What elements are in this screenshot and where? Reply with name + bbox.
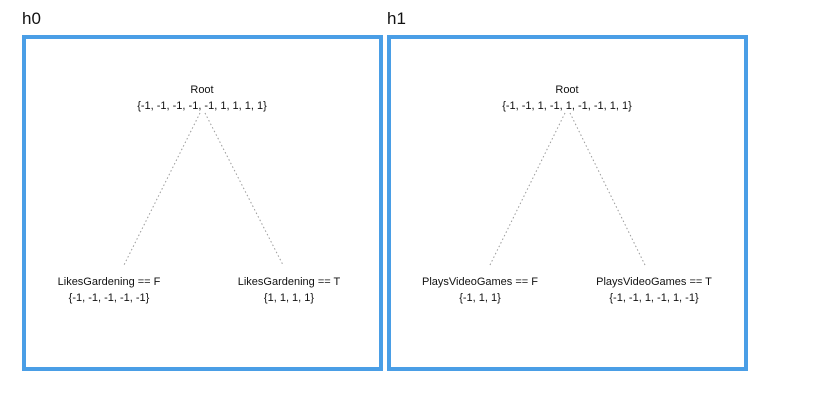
node-label: LikesGardening == F (57, 276, 161, 288)
node-h1-right: PlaysVideoGames == T {-1, -1, 1, -1, 1, … (596, 274, 712, 306)
node-h1-left: PlaysVideoGames == F {-1, 1, 1} (422, 274, 538, 306)
node-h0-left: LikesGardening == F {-1, -1, -1, -1, -1} (58, 274, 161, 306)
node-values: {-1, -1, 1, -1, 1, -1} (609, 292, 699, 304)
panel-title-h0: h0 (22, 9, 41, 28)
node-values: {-1, -1, -1, -1, -1, 1, 1, 1, 1} (137, 100, 267, 112)
node-label: Root (555, 84, 579, 96)
node-values: {-1, 1, 1} (459, 292, 501, 304)
node-values: {1, 1, 1, 1} (263, 292, 315, 304)
node-values: {-1, -1, 1, -1, 1, -1, -1, 1, 1} (502, 100, 632, 112)
node-label: PlaysVideoGames == F (422, 276, 538, 288)
node-values: {-1, -1, -1, -1, -1} (68, 292, 150, 304)
node-label: LikesGardening == T (237, 276, 341, 288)
node-h1-root: Root {-1, -1, 1, -1, 1, -1, -1, 1, 1} (502, 82, 632, 114)
node-label: PlaysVideoGames == T (596, 276, 712, 288)
tree-frame-h1 (387, 35, 748, 371)
tree-frame-h0 (22, 35, 383, 371)
panel-title-h1: h1 (387, 9, 406, 28)
node-h0-root: Root {-1, -1, -1, -1, -1, 1, 1, 1, 1} (137, 82, 267, 114)
node-label: Root (190, 84, 214, 96)
node-h0-right: LikesGardening == T {1, 1, 1, 1} (238, 274, 341, 306)
